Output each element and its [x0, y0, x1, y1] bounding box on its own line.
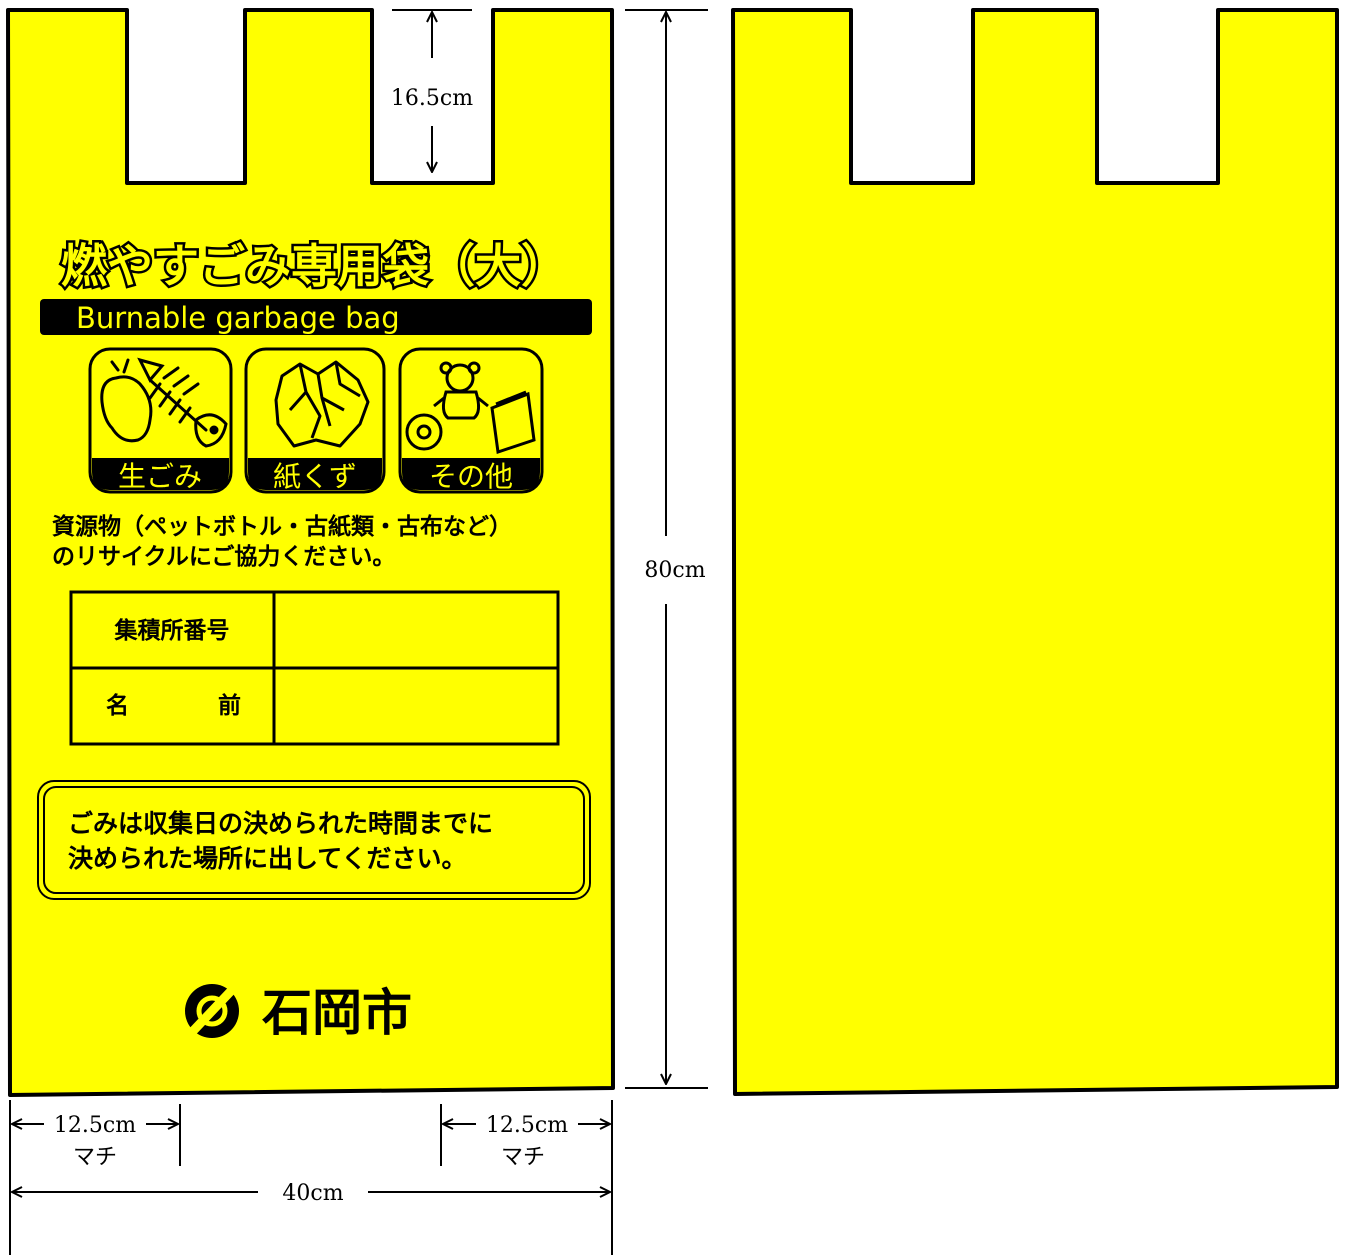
form-table: 集積所番号 名 前	[69, 590, 560, 746]
subtitle-bar	[40, 299, 592, 335]
category-other: その他	[398, 347, 544, 494]
dim-gusset-left: 12.5cm	[54, 1113, 136, 1138]
dim-width: 40cm	[282, 1181, 343, 1206]
city-logo: 石岡市	[185, 984, 412, 1042]
food-waste-icon	[100, 357, 228, 448]
dim-handle-cut: 16.5cm	[391, 86, 473, 111]
bag-title: 燃やすごみ専用袋（大）	[61, 239, 567, 293]
city-name: 石岡市	[262, 984, 412, 1042]
other-waste-icon	[405, 361, 536, 454]
dim-gusset-right-label: マチ	[501, 1145, 545, 1170]
bag-front-outline	[6, 8, 615, 1097]
svg-text:その他: その他	[429, 460, 513, 493]
recycle-line-1: 資源物（ペットボトル・古紙類・古布など）	[52, 513, 512, 540]
form-label-collection-point: 集積所番号	[114, 617, 230, 644]
recycle-line-2: のリサイクルにご協力ください。	[52, 543, 395, 570]
dim-gusset-left-label: マチ	[73, 1145, 117, 1170]
notice-line-1: ごみは収集日の決められた時間までに	[68, 809, 493, 838]
dim-height: 80cm	[644, 558, 705, 583]
form-label-name-b: 前	[218, 692, 241, 719]
paper-waste-icon	[274, 360, 370, 448]
bag-back-outline	[731, 8, 1339, 1096]
notice-box: ごみは収集日の決められた時間までに 決められた場所に出してください。	[37, 780, 591, 900]
category-food-waste: 生ごみ	[88, 347, 233, 494]
svg-text:生ごみ: 生ごみ	[118, 460, 202, 493]
dim-gusset-right: 12.5cm	[486, 1113, 568, 1138]
dimension-lines	[9, 9, 708, 1255]
svg-text:紙くず: 紙くず	[273, 460, 357, 493]
subtitle-en: Burnable garbage bag	[76, 301, 400, 335]
category-paper-waste: 紙くず	[244, 347, 386, 494]
notice-line-2: 決められた場所に出してください。	[68, 844, 467, 873]
form-label-name-a: 名	[106, 692, 129, 719]
